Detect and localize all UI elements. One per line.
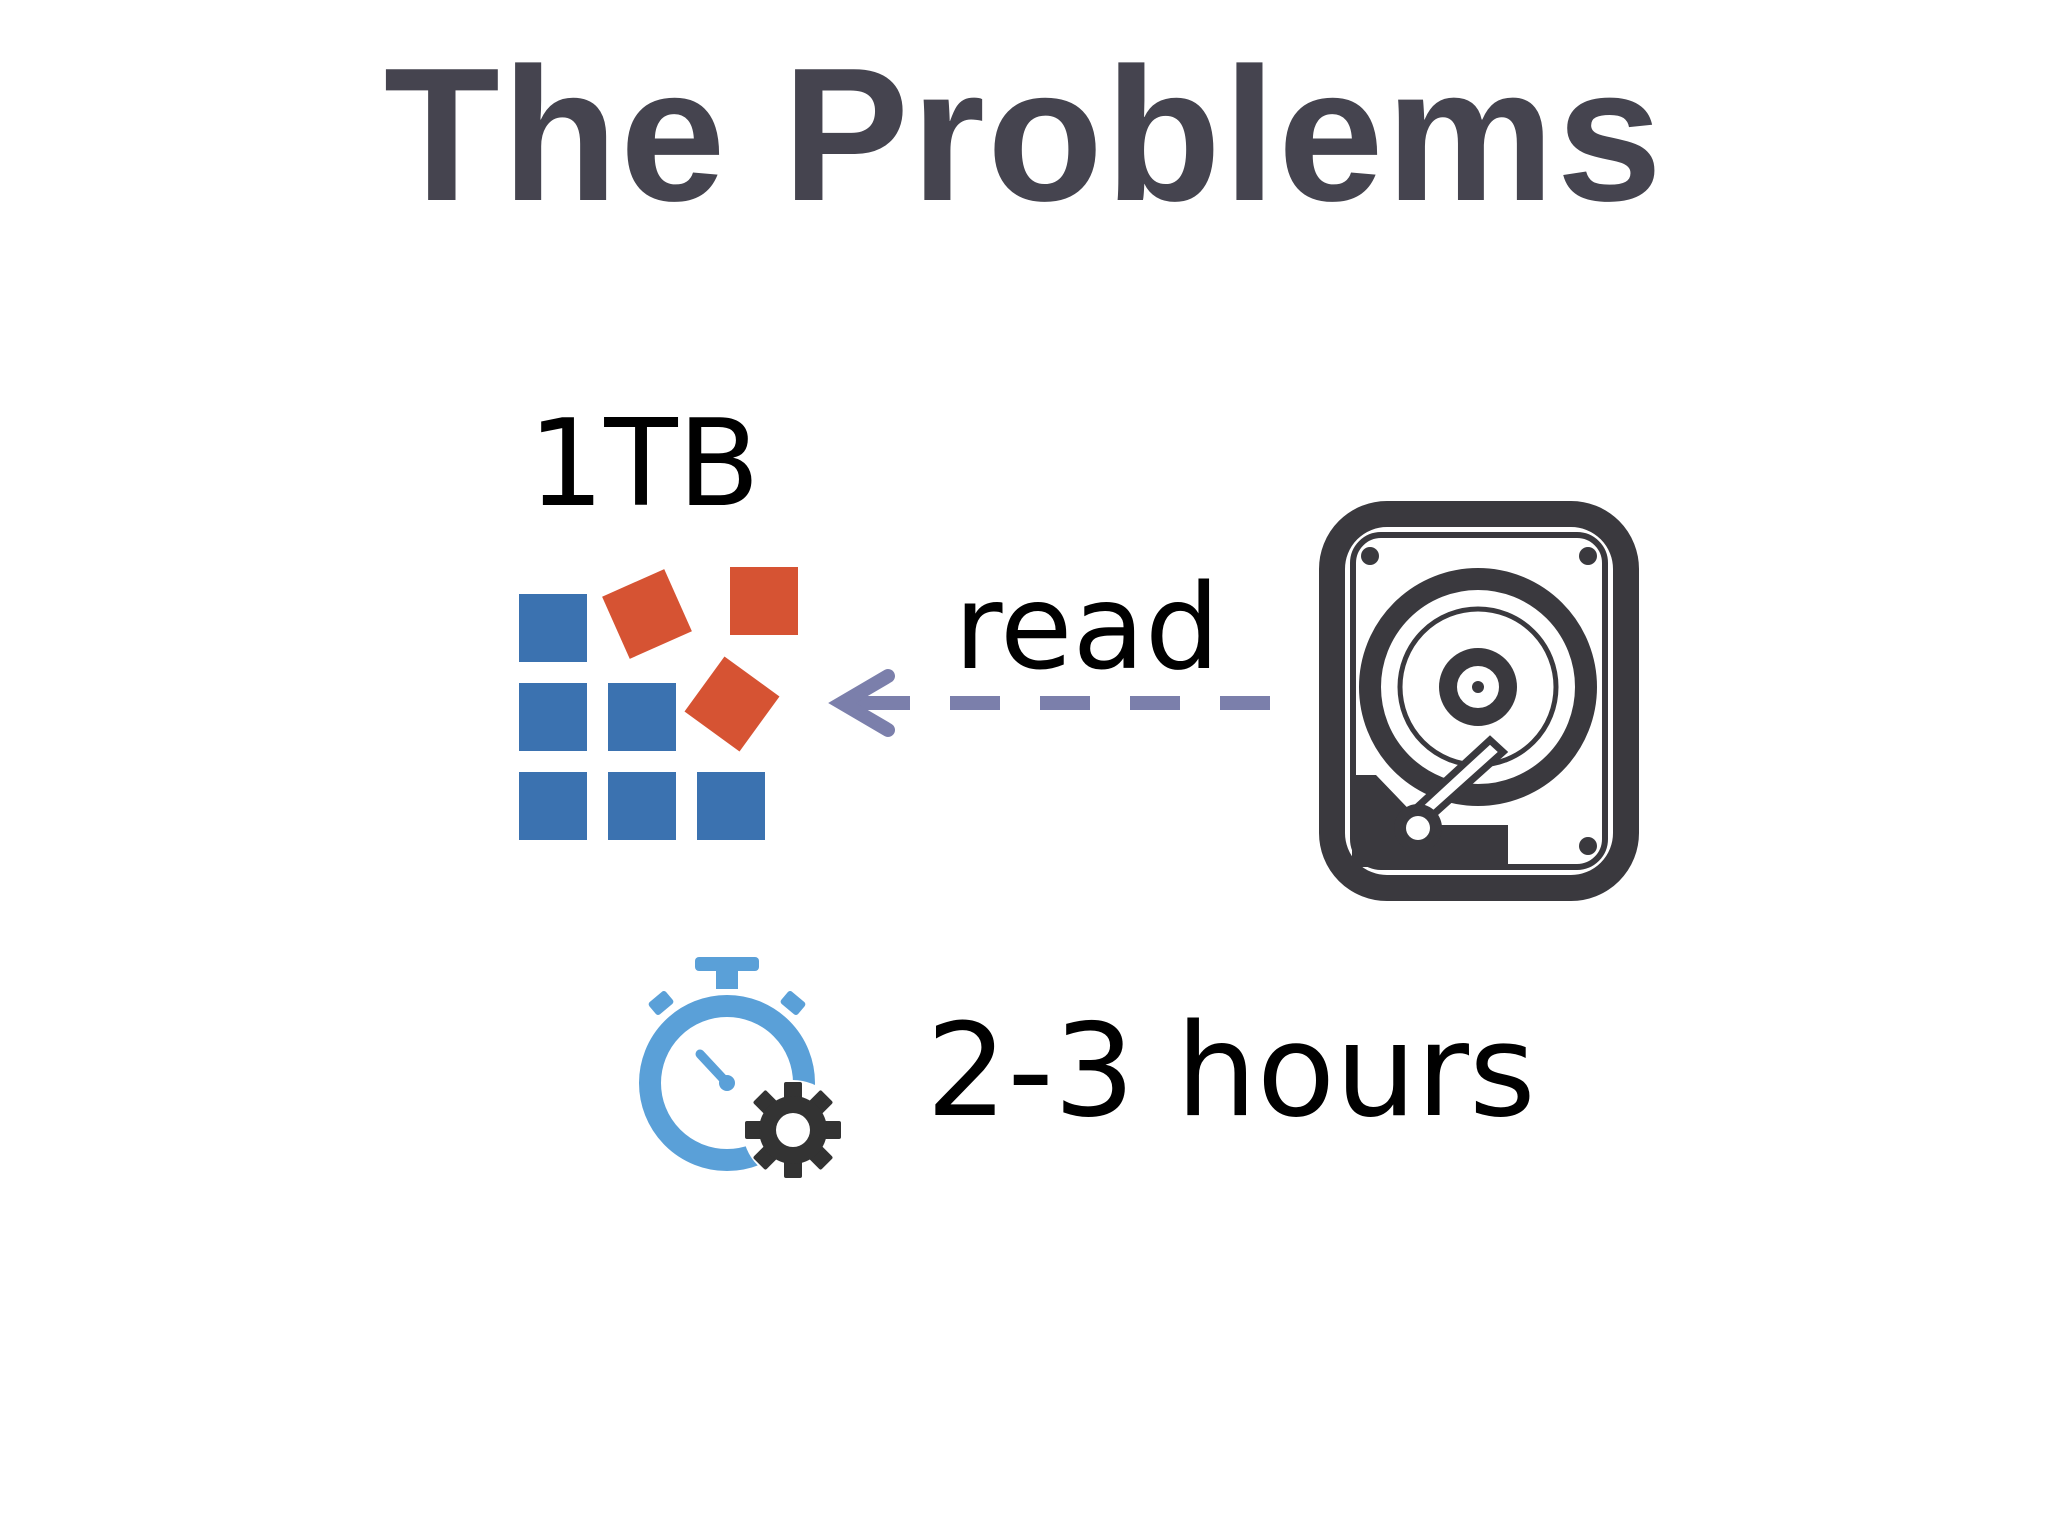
- slide-title: The Problems: [383, 29, 1665, 241]
- read-label: read: [954, 558, 1220, 696]
- stopwatch-gear-icon: [639, 957, 843, 1180]
- data-blocks-icon: [519, 567, 798, 840]
- duration-label: 2-3 hours: [926, 997, 1536, 1146]
- hard-drive-icon: [1319, 501, 1639, 901]
- data-size-label: 1TB: [528, 395, 760, 534]
- read-arrow: [828, 669, 1270, 737]
